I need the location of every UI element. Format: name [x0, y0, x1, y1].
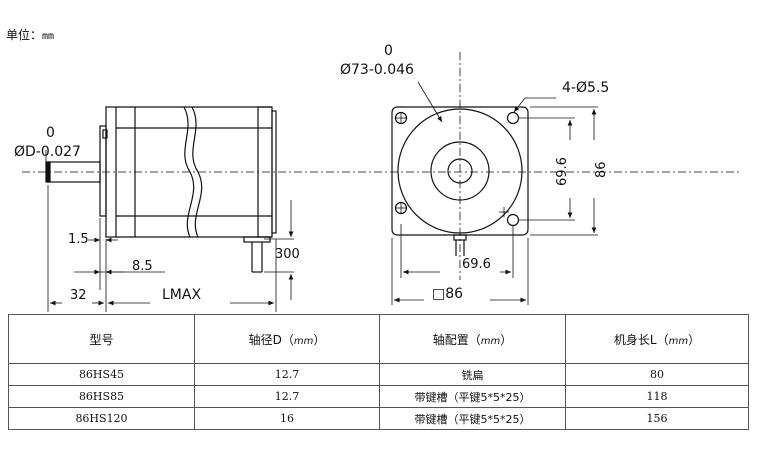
header-body-length-close: ） — [688, 332, 701, 347]
header-shaft-dia-unit: mm — [293, 335, 314, 347]
side-view — [22, 106, 740, 312]
break-line-2 — [191, 106, 203, 238]
boss-detail — [102, 129, 108, 139]
cell-shaft-dia: 12.7 — [194, 363, 380, 386]
pilot-dia-label: Ø73-0.046 — [340, 62, 414, 78]
header-model-text: 型号 — [89, 332, 114, 347]
cell-model: 86HS45 — [8, 363, 195, 386]
dim-32: 32 — [70, 288, 87, 303]
pilot-tol-upper: 0 — [384, 43, 393, 59]
cell-shaft-config: 铣扁 — [379, 363, 566, 386]
header-shaft-dia: 轴径D（mm） — [194, 314, 380, 364]
unit-value: mm — [42, 31, 55, 42]
pilot-circle — [397, 108, 523, 234]
dim-8-5: 8.5 — [132, 259, 153, 274]
shaft-circle — [447, 158, 473, 184]
front-boss — [99, 125, 107, 217]
table-row: 86HS120 16 带键槽（平键5*5*25） 156 — [8, 407, 749, 430]
cell-model: 86HS120 — [8, 407, 195, 430]
dim-300: 300 — [275, 247, 300, 262]
hole-tl — [394, 111, 408, 125]
shaft-dia-label: ØD-0.027 — [14, 144, 81, 160]
dim-lmax: LMAX — [162, 287, 201, 303]
front-flange — [105, 106, 117, 238]
boss-circle — [430, 141, 490, 201]
header-shaft-config-unit: mm — [480, 335, 501, 347]
cell-shaft-dia: 16 — [194, 407, 380, 430]
unit-label-text: 单位： — [6, 28, 43, 42]
table-header-row: 型号 轴径D（mm） 轴配置（mm） 机身长L（mm） — [8, 314, 749, 364]
dim-69-6-horizontal: 69.6 — [462, 257, 491, 272]
motor-drawing: 0 ØD-0.027 1.5 8.5 32 LMAX 300 — [14, 43, 740, 312]
hole-bl — [394, 201, 408, 215]
dim-69-6-vertical: 69.6 — [555, 157, 570, 186]
hole-tr — [506, 111, 520, 125]
header-shaft-dia-close: ） — [313, 332, 326, 347]
spec-table: 型号 轴径D（mm） 轴配置（mm） 机身长L（mm） 86HS45 12.7 … — [8, 314, 749, 430]
break-line-1 — [183, 106, 195, 238]
cell-shaft-config: 带键槽（平键5*5*25） — [379, 385, 566, 408]
hole-br — [506, 213, 520, 227]
header-shaft-config-text: 轴配置（ — [432, 332, 481, 347]
cell-body-length: 156 — [565, 407, 749, 430]
cell-model: 86HS85 — [8, 385, 195, 408]
square-flange — [391, 106, 529, 236]
dim-86-square: □86 — [432, 286, 463, 302]
shaft-tol-upper: 0 — [46, 125, 55, 141]
table-row: 86HS85 12.7 带键槽（平键5*5*25） 118 — [8, 385, 749, 408]
connector — [243, 236, 271, 243]
cell-body-length: 118 — [565, 385, 749, 408]
cell-shaft-config: 带键槽（平键5*5*25） — [379, 407, 566, 430]
header-body-length: 机身长L（mm） — [565, 314, 749, 364]
header-body-length-unit: mm — [668, 335, 689, 347]
header-body-length-text: 机身长L（ — [613, 332, 669, 347]
shaft-end — [45, 161, 51, 183]
front-view — [391, 52, 598, 305]
header-shaft-config: 轴配置（mm） — [379, 314, 566, 364]
cell-shaft-dia: 12.7 — [194, 385, 380, 408]
dim-1-5: 1.5 — [68, 232, 89, 247]
dim-86-vertical: 86 — [594, 161, 609, 178]
header-shaft-dia-text: 轴径D（ — [248, 332, 294, 347]
holes-label: 4-Ø5.5 — [562, 80, 609, 96]
table-row: 86HS45 12.7 铣扁 80 — [8, 363, 749, 386]
header-model: 型号 — [8, 314, 195, 364]
cell-body-length: 80 — [565, 363, 749, 386]
header-shaft-config-close: ） — [500, 332, 513, 347]
unit-label: 单位：mm — [6, 26, 54, 43]
